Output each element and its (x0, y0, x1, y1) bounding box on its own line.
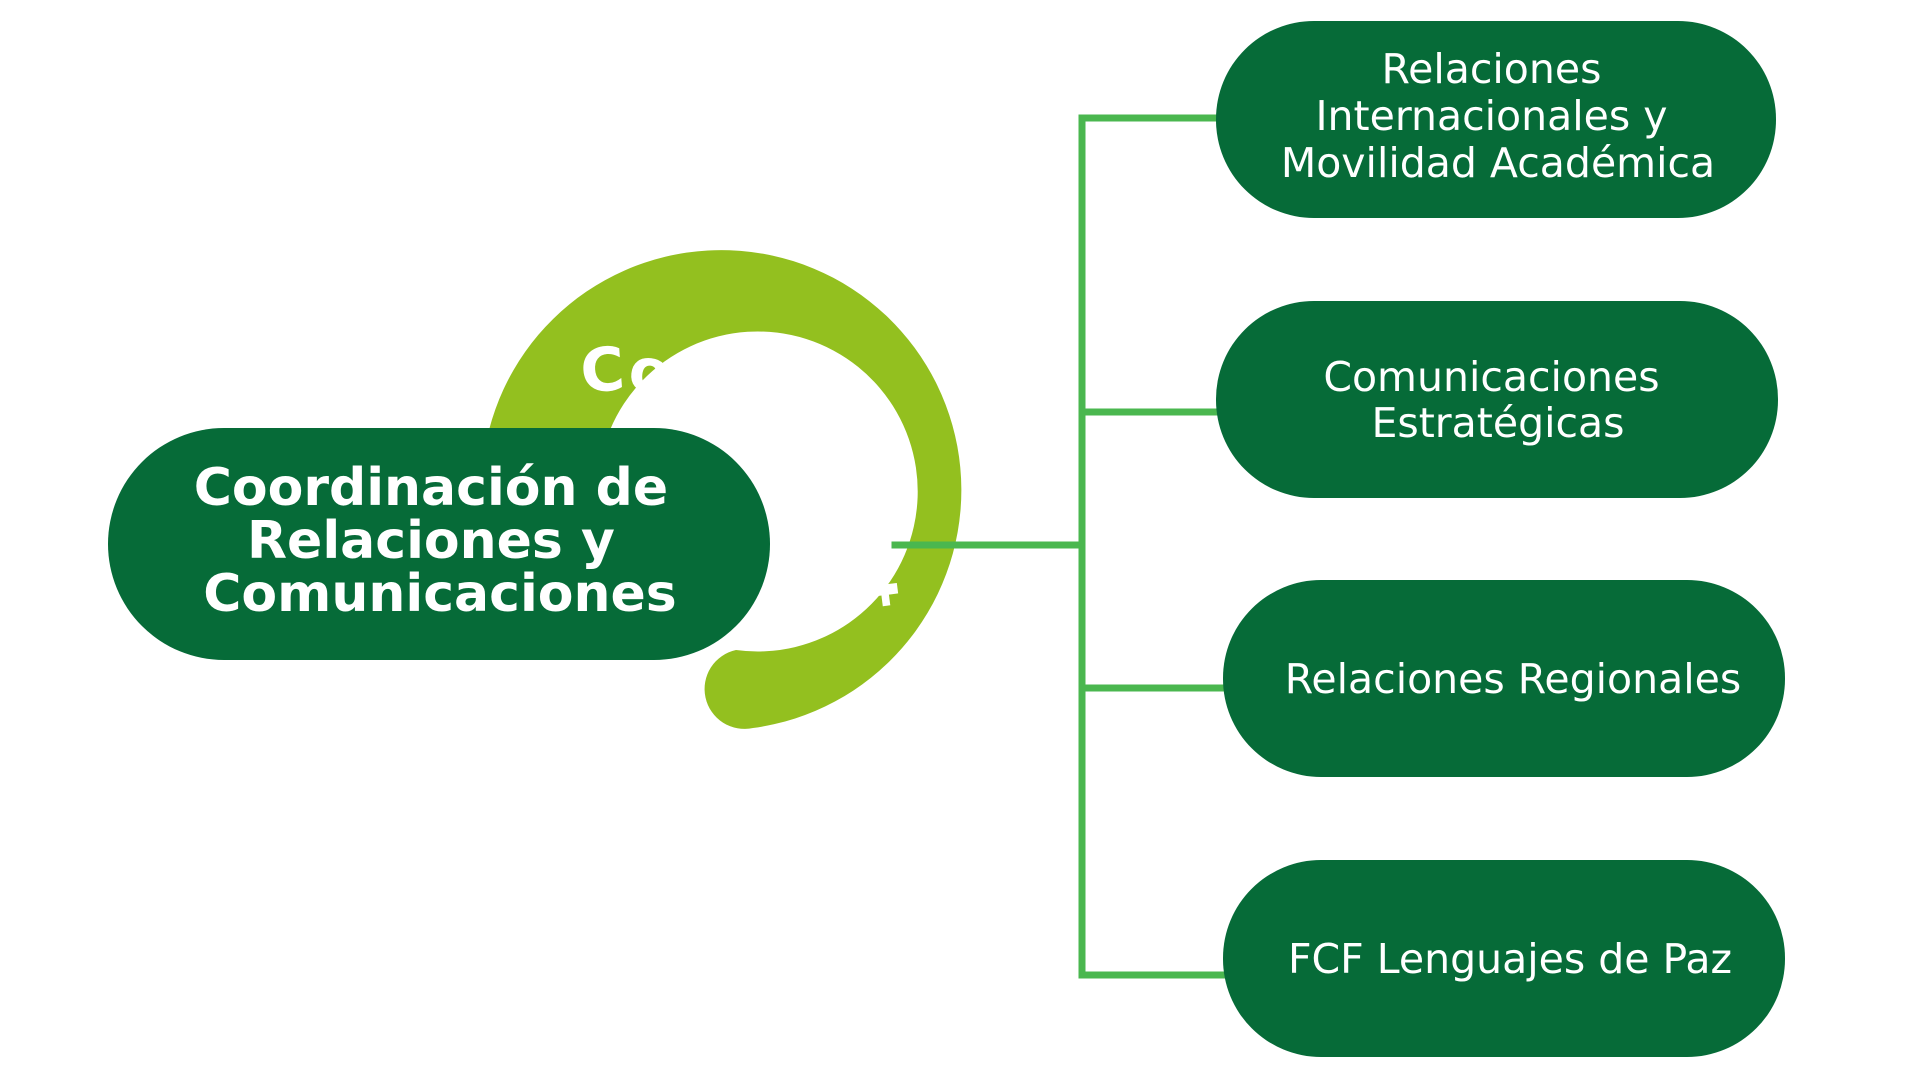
component-node-2: Comunicaciones Estratégicas (1216, 301, 1778, 498)
component-node-3-shape (1223, 580, 1785, 777)
component-node-4: FCF Lenguajes de Paz (1223, 860, 1785, 1057)
component-node-1-label: Relaciones Internacionales y Movilidad A… (1281, 45, 1715, 187)
components-arc (489, 250, 962, 729)
component-node-1-line-2: Internacionales y (1315, 92, 1667, 140)
component-node-4-line-1: FCF Lenguajes de Paz (1288, 935, 1732, 983)
central-node-line-1: Coordinación de (194, 458, 668, 518)
central-node-shape (108, 428, 770, 660)
central-node-title: Coordinación de Relaciones y Comunicacio… (194, 458, 687, 624)
component-node-1-shape (1216, 21, 1776, 218)
central-node-line-2: Relaciones y (247, 511, 615, 571)
component-node-2-shape (1216, 301, 1778, 498)
connector-lines (891, 114, 1229, 979)
component-node-2-line-2: Estratégicas (1371, 399, 1624, 447)
component-node-2-label: Comunicaciones Estratégicas (1323, 353, 1672, 447)
component-node-1-line-1: Relaciones (1381, 45, 1601, 93)
component-node-2-line-1: Comunicaciones (1323, 353, 1659, 401)
component-node-1: Relaciones Internacionales y Movilidad A… (1216, 21, 1776, 218)
central-node-line-3: Comunicaciones (203, 564, 676, 624)
component-node-3-line-1: Relaciones Regionales (1285, 655, 1741, 703)
component-node-4-label: FCF Lenguajes de Paz (1288, 935, 1732, 983)
component-node-1-line-3: Movilidad Académica (1281, 139, 1715, 187)
component-node-3-label: Relaciones Regionales (1285, 655, 1741, 703)
component-node-4-shape (1223, 860, 1785, 1057)
central-node: Coordinación de Relaciones y Comunicacio… (108, 428, 770, 660)
component-node-3: Relaciones Regionales (1223, 580, 1785, 777)
